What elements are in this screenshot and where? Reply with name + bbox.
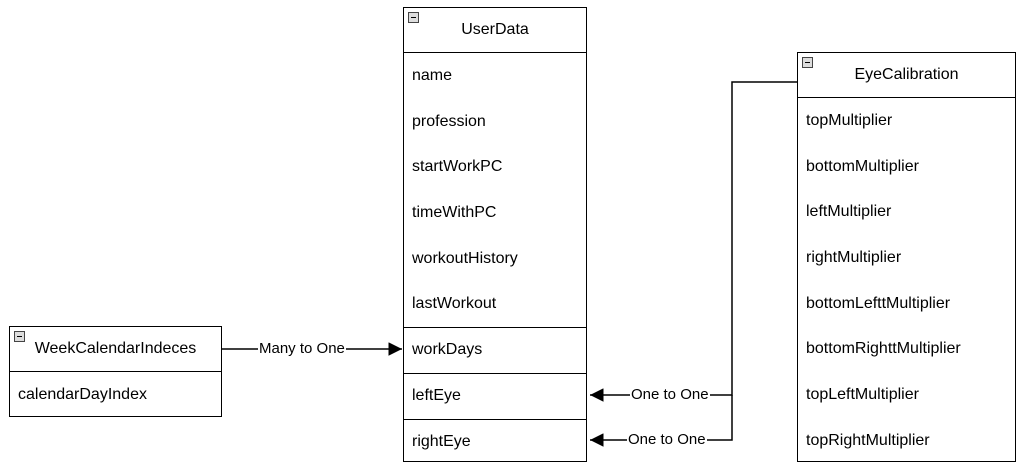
- eye-calibration-entity[interactable]: EyeCalibration topMultiplier bottomMulti…: [797, 52, 1016, 462]
- collapse-icon[interactable]: [408, 12, 419, 23]
- field-row: calendarDayIndex: [18, 385, 147, 403]
- eye-calibration-header: EyeCalibration: [798, 53, 1015, 98]
- week-calendar-entity[interactable]: WeekCalendarIndeces calendarDayIndex: [9, 326, 222, 417]
- field-row: bottomMultiplier: [806, 157, 919, 175]
- relation-row-righteye: rightEye: [404, 418, 586, 465]
- field-row: topLeftMultiplier: [806, 385, 919, 403]
- collapse-icon[interactable]: [14, 331, 25, 342]
- field-row: workoutHistory: [412, 249, 518, 267]
- edge-label-many-to-one: Many to One: [258, 340, 346, 357]
- field-row: timeWithPC: [412, 203, 497, 221]
- eye-calibration-title: EyeCalibration: [854, 66, 959, 83]
- field-row: rightMultiplier: [806, 248, 902, 266]
- field-row: topMultiplier: [806, 111, 893, 129]
- edge-label-one-to-one-left: One to One: [630, 386, 710, 403]
- collapse-icon[interactable]: [802, 57, 813, 68]
- user-data-title: UserData: [461, 21, 529, 38]
- field-row: lastWorkout: [412, 295, 497, 313]
- field-row: bottomLefttMultiplier: [806, 294, 951, 312]
- field-row: profession: [412, 112, 486, 130]
- field-row: topRightMultiplier: [806, 431, 930, 449]
- field-row: bottomRighttMultiplier: [806, 340, 961, 358]
- field-row: name: [412, 66, 453, 84]
- week-calendar-header: WeekCalendarIndeces: [10, 327, 221, 372]
- relation-row-lefteye: leftEye: [404, 372, 586, 419]
- user-data-header: UserData: [404, 8, 586, 53]
- edge-eye-to-lefteye: [590, 81, 797, 402]
- field-row: startWorkPC: [412, 158, 503, 176]
- field-row: leftMultiplier: [806, 203, 892, 221]
- relation-row-workdays: workDays: [404, 327, 586, 373]
- edge-label-one-to-one-right: One to One: [627, 431, 707, 448]
- week-calendar-title: WeekCalendarIndeces: [34, 340, 197, 357]
- user-data-entity[interactable]: UserData name profession startWorkPC tim…: [403, 7, 587, 462]
